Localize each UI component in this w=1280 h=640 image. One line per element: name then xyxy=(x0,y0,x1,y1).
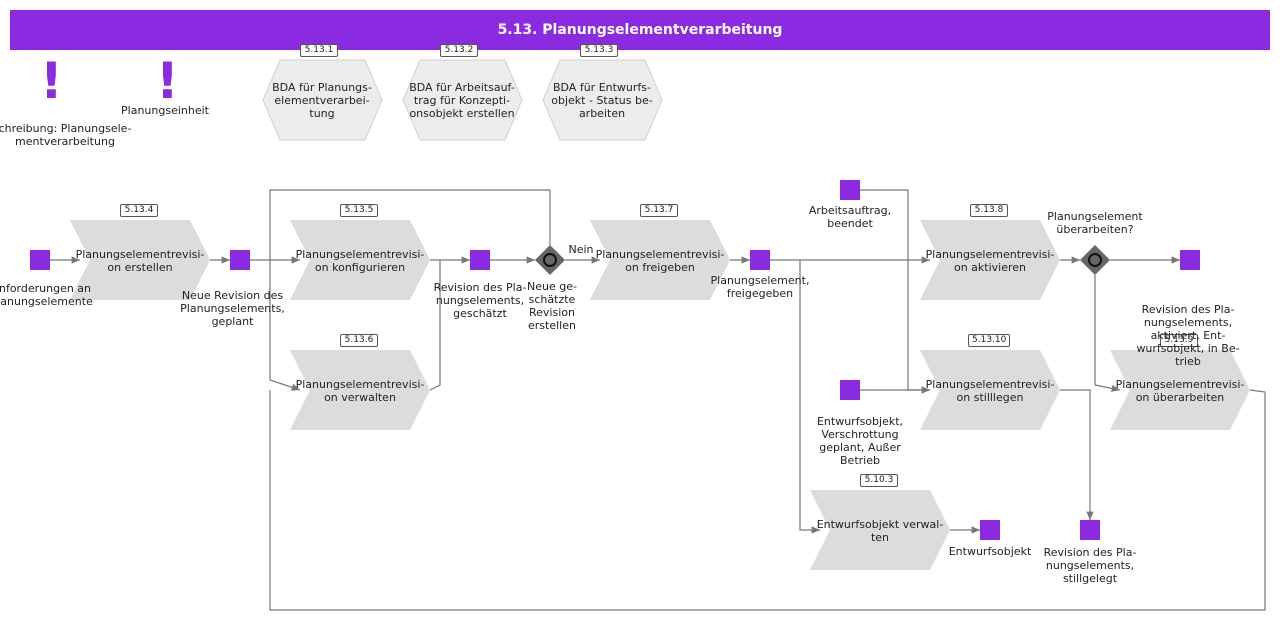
function-shape xyxy=(920,350,1060,430)
function-shape xyxy=(920,220,1060,300)
event-square xyxy=(750,250,770,270)
function-shape xyxy=(290,350,430,430)
event-square xyxy=(470,250,490,270)
requirement-label: chreibung: Planungsele- mentverarbeitung xyxy=(0,122,132,148)
gateway-label: Planungselement überarbeiten? xyxy=(1047,210,1143,236)
function-label[interactable]: Planungselementrevisi- on verwalten xyxy=(295,378,425,404)
hexagon-id: 5.13.2 xyxy=(440,44,478,57)
event-square xyxy=(1080,520,1100,540)
event-square xyxy=(1180,250,1200,270)
hexagon-label[interactable]: BDA für Planungs- elementverarbei- tung xyxy=(272,81,372,120)
function-id: 5.13.7 xyxy=(640,204,678,217)
function-shape xyxy=(590,220,730,300)
event-label: Planungselement, freigegeben xyxy=(710,274,810,300)
gateway-diamond xyxy=(535,245,565,275)
hexagon-shape xyxy=(262,59,383,141)
function-label[interactable]: Entwurfsobjekt verwal- ten xyxy=(816,518,944,544)
requirement-icon: ! xyxy=(40,52,63,110)
function-id: 5.10.3 xyxy=(860,474,898,487)
function-label[interactable]: Planungselementrevisi- on überarbeiten xyxy=(1115,378,1245,404)
event-label: Revision des Pla- nungselements, stillge… xyxy=(1043,546,1137,585)
event-label: Neue Revision des Planungselements, gepl… xyxy=(180,289,285,328)
function-shape xyxy=(1110,350,1250,430)
function-label[interactable]: Planungselementrevisi- on stilllegen xyxy=(925,378,1055,404)
function-label[interactable]: Planungselementrevisi- on freigeben xyxy=(595,248,725,274)
event-square xyxy=(230,250,250,270)
event-square xyxy=(840,180,860,200)
gateway-marker xyxy=(543,253,557,267)
requirement-label: Planungseinheit xyxy=(121,104,209,117)
function-shape xyxy=(810,490,950,570)
function-id: 5.13.5 xyxy=(340,204,378,217)
event-square xyxy=(30,250,50,270)
function-id: 5.13.4 xyxy=(120,204,158,217)
event-square xyxy=(980,520,1000,540)
function-id: 5.13.8 xyxy=(970,204,1008,217)
requirement-icon: ! xyxy=(156,52,179,110)
function-label[interactable]: Planungselementrevisi- on aktivieren xyxy=(925,248,1055,274)
hexagon-shape xyxy=(402,59,523,141)
hexagon-shape xyxy=(542,59,663,141)
flow-line xyxy=(269,389,1266,611)
event-label: nforderungen an lanungselemente xyxy=(0,282,93,308)
flow-line xyxy=(1094,275,1121,392)
gateway-marker xyxy=(1088,253,1102,267)
hexagon-id: 5.13.3 xyxy=(580,44,618,57)
event-label: Revision des Pla- nungselements, aktivie… xyxy=(1136,303,1240,368)
gateway-diamond xyxy=(1080,245,1110,275)
flow-line xyxy=(429,260,441,391)
hexagon-id: 5.13.1 xyxy=(300,44,338,57)
flow-line xyxy=(1060,389,1094,520)
function-label[interactable]: Planungselementrevisi- on konfigurieren xyxy=(295,248,425,274)
event-label: Entwurfsobjekt, Verschrottung geplant, A… xyxy=(816,415,904,467)
flow-line xyxy=(799,260,820,534)
gateway-label: Neue ge- schätzte Revision erstellen xyxy=(527,280,577,332)
function-shape xyxy=(290,220,430,300)
event-square xyxy=(840,380,860,400)
event-label: Arbeitsauftrag, beendet xyxy=(808,204,892,230)
function-shape xyxy=(70,220,210,300)
event-label: Revision des Pla- nungselements, geschät… xyxy=(433,281,527,320)
hexagon-label[interactable]: BDA für Arbeitsauf- trag für Konzepti- o… xyxy=(409,81,515,120)
event-label: Entwurfsobjekt xyxy=(948,545,1032,558)
function-id: 5.13.9 xyxy=(1160,334,1198,347)
flow-line xyxy=(269,189,551,391)
gateway-branch-label: Nein xyxy=(568,243,594,256)
hexagon-label[interactable]: BDA für Entwurfs- objekt - Status be- ar… xyxy=(551,81,653,120)
diagram-title: 5.13. Planungselementverarbeitung xyxy=(10,10,1270,50)
function-id: 5.13.6 xyxy=(340,334,378,347)
function-id: 5.13.10 xyxy=(968,334,1011,347)
function-label[interactable]: Planungselementrevisi- on erstellen xyxy=(75,248,205,274)
